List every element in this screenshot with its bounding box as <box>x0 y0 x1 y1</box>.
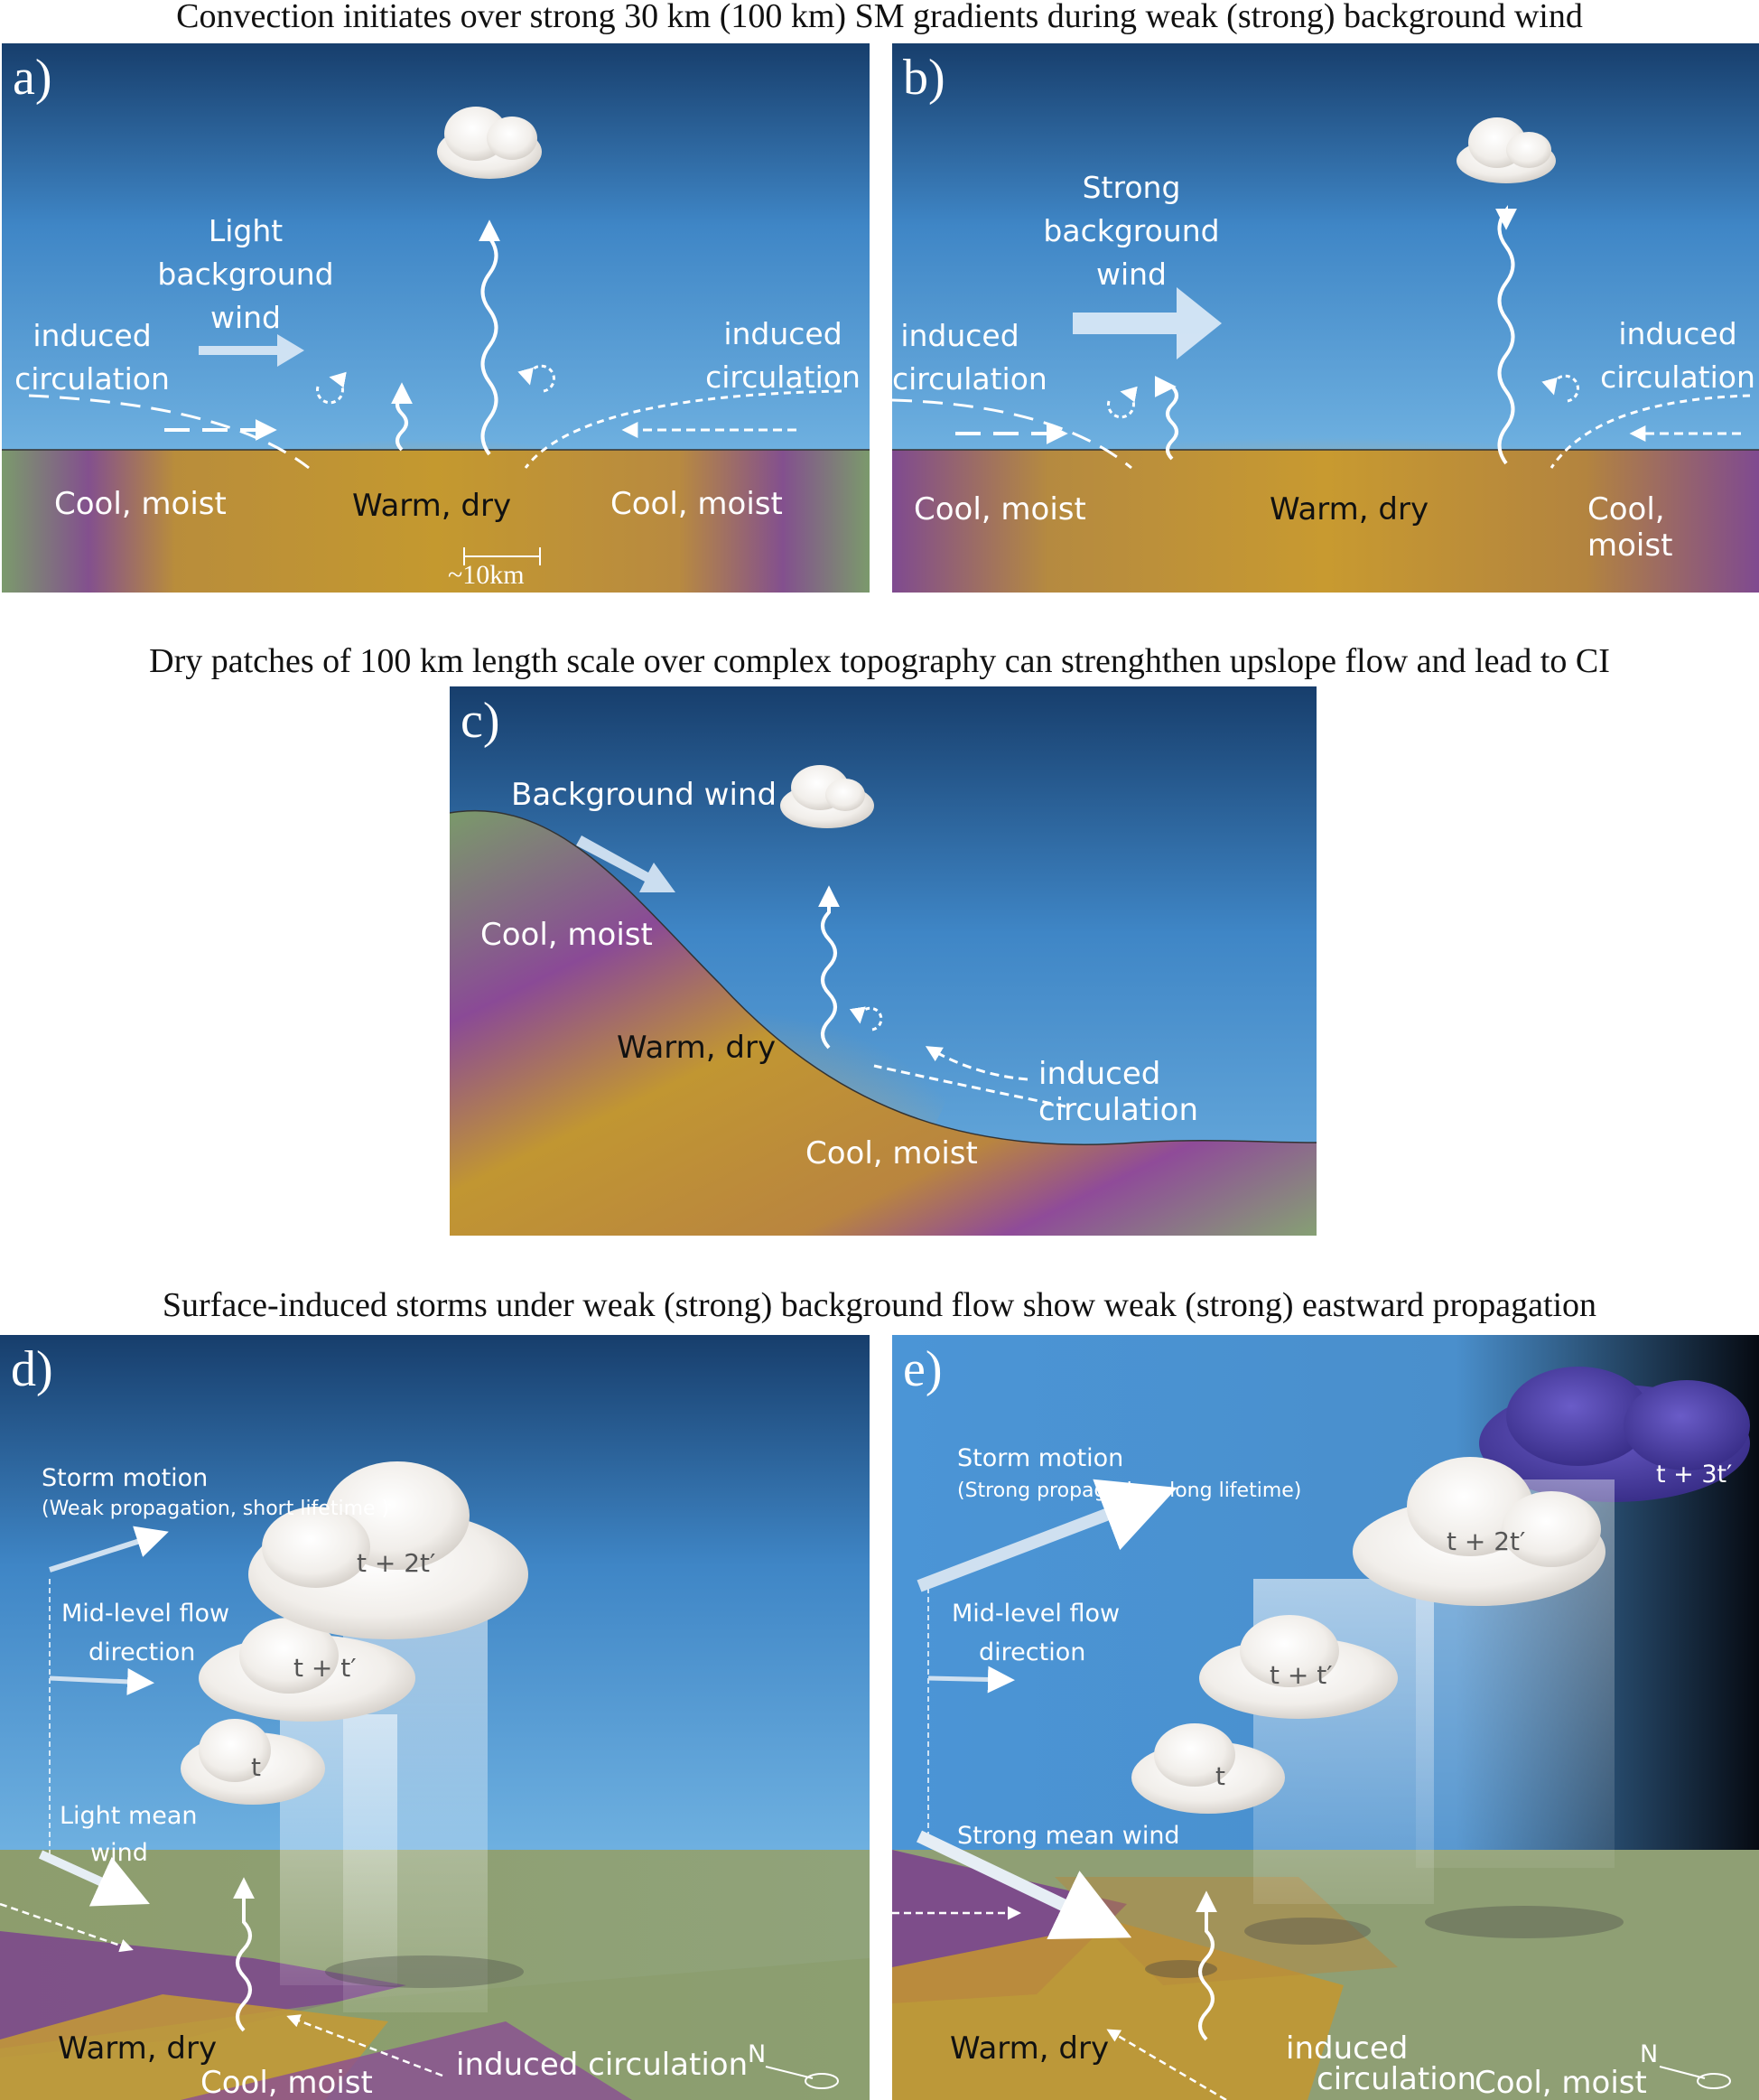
wavy-updraft-arrow <box>479 219 500 456</box>
panel-b-label: b) <box>903 50 945 106</box>
induced-right-2: circulation <box>705 359 861 395</box>
midlevel-label-1: Mid-level flow <box>952 1600 1121 1628</box>
warm-dry-label: Warm, dry <box>58 2030 218 2067</box>
scale-bar <box>463 547 541 565</box>
compass-icon <box>1659 2066 1731 2089</box>
cloud-label-t-2t: t + 2t′ <box>1447 1526 1526 1556</box>
cool-moist-label: Cool, moist <box>1475 2065 1647 2100</box>
bottom-title: Surface-induced storms under weak (stron… <box>162 1286 1597 1324</box>
surface-mid: Warm, dry <box>617 1030 777 1066</box>
wind-label: Background wind <box>511 777 777 813</box>
mean-wind-label: Strong mean wind <box>957 1822 1180 1850</box>
cloud-icon <box>1199 1615 1398 1719</box>
warm-dry-label: Warm, dry <box>950 2030 1110 2067</box>
north-label: N <box>1640 2040 1659 2068</box>
cloud-icon <box>437 107 542 179</box>
surface-mid: Warm, dry <box>1270 491 1429 527</box>
cloud-icon <box>780 765 874 828</box>
cloud-icon <box>1457 117 1556 183</box>
surface-mid: Warm, dry <box>352 488 512 524</box>
panel-d-label: d) <box>11 1341 53 1397</box>
wavy-updraft-arrow <box>1196 1890 1217 2041</box>
induced-left-2: circulation <box>14 361 170 397</box>
middle-title: Dry patches of 100 km length scale over … <box>149 642 1610 680</box>
panel-b-graphic <box>892 43 1759 593</box>
north-label: N <box>748 2040 767 2068</box>
storm-note: (Strong propagation, long lifetime) <box>957 1479 1302 1502</box>
panel-c-graphic <box>450 686 1317 1236</box>
light-wind-arrow <box>199 334 304 367</box>
surface-left: Cool, moist <box>914 491 1086 527</box>
cloud-label-t: t <box>1215 1761 1225 1791</box>
panel-c-label: c) <box>461 693 500 749</box>
top-title: Convection initiates over strong 30 km (… <box>176 0 1583 35</box>
panel-e: e) Storm motion (Strong propagation, lon… <box>892 1335 1759 2100</box>
wind-arrow <box>576 835 675 892</box>
cloud-label-t-2t: t + 2t′ <box>357 1548 436 1578</box>
midlevel-label-1: Mid-level flow <box>61 1600 230 1628</box>
scale-label: ~10km <box>448 560 525 590</box>
induced-left-1: induced <box>33 318 152 353</box>
strong-wind-arrow <box>1073 287 1222 359</box>
mean-wind-label-1: Light mean <box>60 1802 198 1830</box>
panel-d-graphic <box>0 1335 870 2100</box>
storm-note: (Weak propagation, short lifetime ) <box>42 1498 390 1520</box>
storm-motion-label: Storm motion <box>957 1444 1124 1472</box>
induced-label: induced circulation <box>456 2047 749 2083</box>
panel-b: b) Strong background wind induced circul… <box>892 43 1759 593</box>
panel-a: a) Light background wind induced circula… <box>2 43 870 593</box>
small-wavy-arrow <box>391 382 413 452</box>
induced-label-2: circulation <box>1317 2061 1477 2097</box>
wind-label-3: wind <box>1095 257 1168 292</box>
panel-d: d) Storm motion (Weak propagation, short… <box>0 1335 870 2100</box>
cloud-label-t: t <box>251 1752 261 1782</box>
dark-cloud-icon <box>1479 1367 1750 1502</box>
induced-right-1: induced <box>1618 316 1737 351</box>
panel-c: c) Background wind Cool, moist Warm, dry… <box>450 686 1317 1236</box>
cloud-label-t-3t: t + 3t′ <box>1656 1461 1733 1489</box>
cloud-icon <box>181 1719 325 1805</box>
wind-label-3: wind <box>209 300 282 335</box>
cloud-label-t-t: t + t′ <box>293 1653 357 1683</box>
mean-wind-label-2: wind <box>90 1839 148 1867</box>
induced-left-1: induced <box>900 318 1019 353</box>
induced-left-2: circulation <box>892 361 1047 397</box>
wavy-updraft-arrow <box>818 885 840 1050</box>
induced-label-1: induced <box>1286 2030 1409 2067</box>
midlevel-label-2: direction <box>88 1638 196 1666</box>
wind-label-1: Light <box>208 213 284 248</box>
wind-label-2: background <box>1043 213 1220 248</box>
cloud-icon <box>199 1618 415 1722</box>
induced-right-2: circulation <box>1600 359 1755 395</box>
wavy-updraft-arrow <box>1495 204 1517 465</box>
cool-moist-label: Cool, moist <box>200 2065 373 2100</box>
cloud-icon <box>1131 1723 1285 1814</box>
wind-label-2: background <box>157 257 334 292</box>
panel-a-label: a) <box>13 50 52 106</box>
midlevel-label-2: direction <box>979 1638 1086 1666</box>
wavy-updraft-arrow <box>233 1877 255 2032</box>
panel-e-label: e) <box>903 1341 943 1397</box>
induced-right-1: induced <box>723 316 842 351</box>
wind-label-1: Strong <box>1082 170 1181 205</box>
small-wavy-arrow <box>1166 383 1193 461</box>
surface-left: Cool, moist <box>54 486 227 522</box>
compass-icon <box>765 2066 839 2089</box>
induced-label: induced circulation <box>1038 1056 1199 1128</box>
surface-right: Cool, moist <box>1587 491 1673 564</box>
cloud-icon <box>1353 1457 1605 1606</box>
cloud-icon <box>248 1461 528 1639</box>
surface-right: Cool, moist <box>610 486 783 522</box>
surface-upper: Cool, moist <box>480 917 653 953</box>
cloud-label-t-t: t + t′ <box>1270 1660 1333 1690</box>
surface-lower: Cool, moist <box>805 1135 978 1171</box>
panel-a-graphic <box>2 43 870 593</box>
panel-e-graphic <box>892 1335 1759 2100</box>
storm-motion-label: Storm motion <box>42 1464 209 1492</box>
